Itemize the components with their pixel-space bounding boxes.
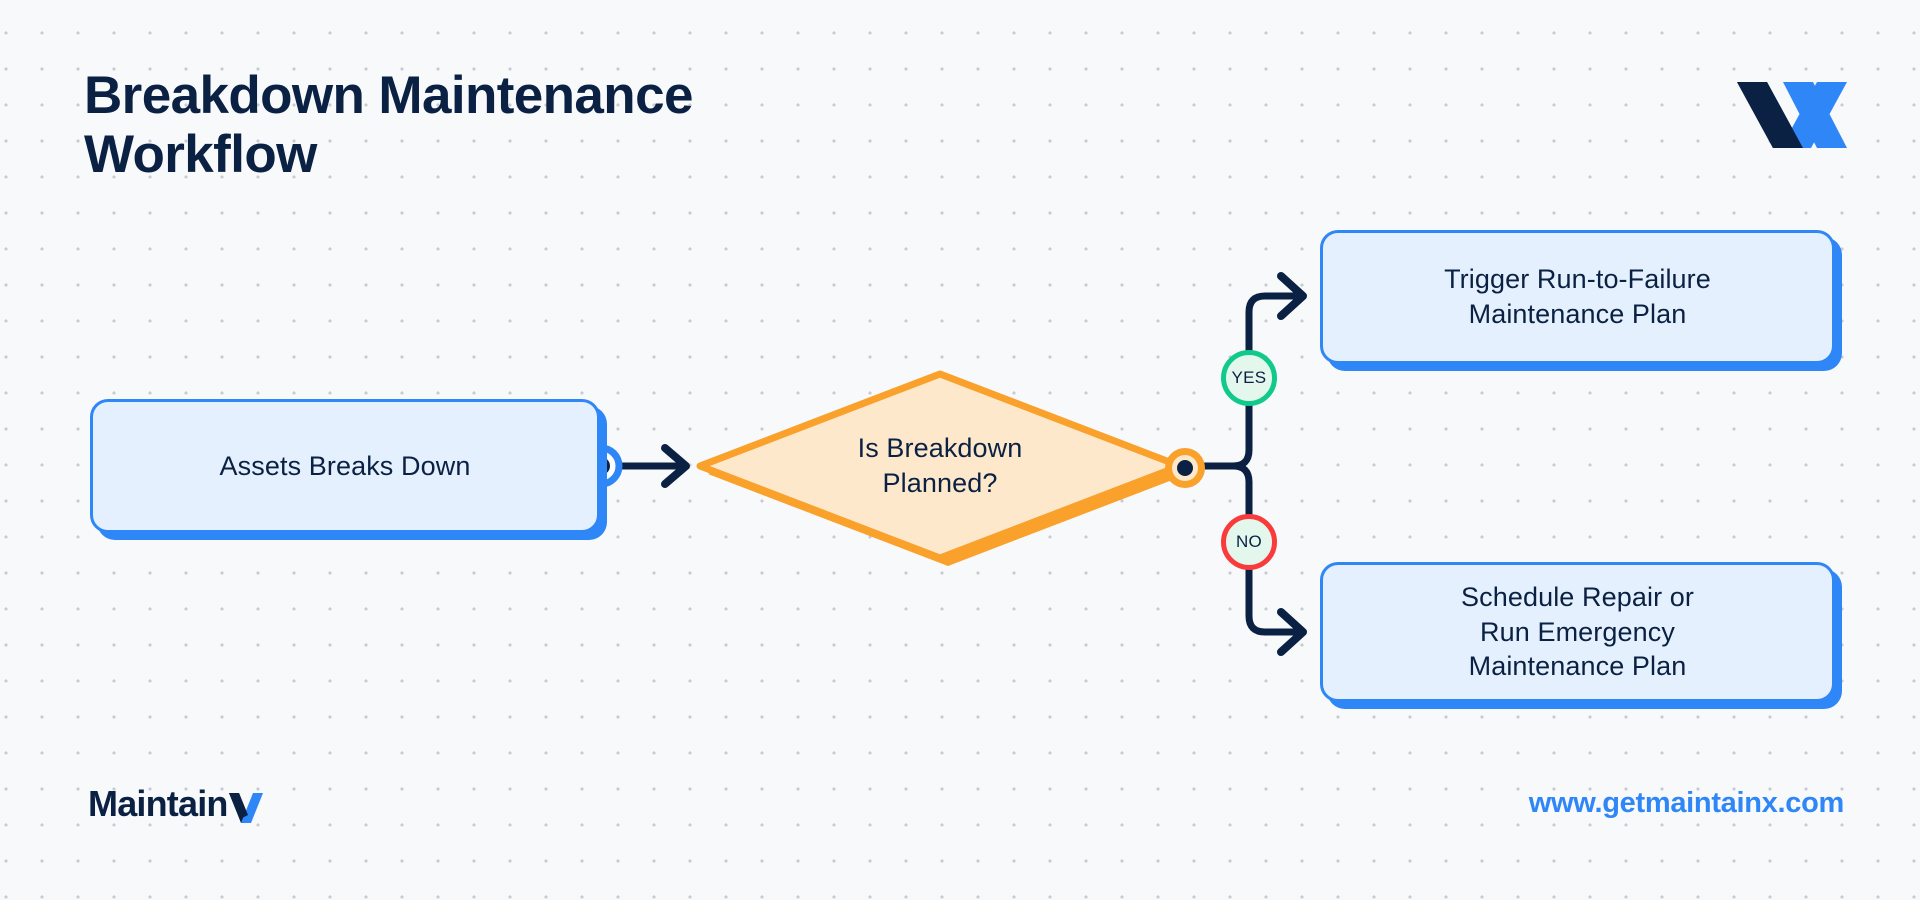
maintainx-x-mark-icon-footer bbox=[228, 790, 263, 823]
arrowhead-assets-to-decision bbox=[661, 444, 690, 488]
port-decision-right-dot bbox=[1177, 460, 1193, 476]
edge-no-to-schedule bbox=[1245, 566, 1304, 636]
edge-decision-to-yes bbox=[1229, 402, 1253, 470]
branch-badge-no[interactable]: NO bbox=[1221, 514, 1277, 570]
arrowhead-yes bbox=[1277, 272, 1307, 320]
footer-url[interactable]: www.getmaintainx.com bbox=[1528, 787, 1845, 819]
edge-decision-to-no bbox=[1229, 462, 1253, 518]
page-title: Breakdown Maintenance Workflow bbox=[84, 66, 693, 185]
footer-wordmark: Maintain bbox=[88, 783, 263, 825]
footer-wordmark-text: Maintain bbox=[88, 783, 228, 824]
arrowhead-no bbox=[1277, 608, 1307, 656]
branch-badge-yes[interactable]: YES bbox=[1221, 350, 1277, 406]
node-trigger-run-to-failure[interactable]: Trigger Run-to-Failure Maintenance Plan bbox=[1320, 230, 1835, 364]
node-assets-breaks-down[interactable]: Assets Breaks Down bbox=[90, 399, 600, 533]
maintainx-x-mark-icon bbox=[1737, 82, 1847, 148]
node-schedule-repair[interactable]: Schedule Repair or Run Emergency Mainten… bbox=[1320, 562, 1835, 702]
node-is-breakdown-planned[interactable]: Is Breakdown Planned? bbox=[700, 370, 1180, 562]
node-is-breakdown-planned-label: Is Breakdown Planned? bbox=[857, 432, 1023, 498]
edge-yes-to-trigger bbox=[1245, 292, 1304, 354]
